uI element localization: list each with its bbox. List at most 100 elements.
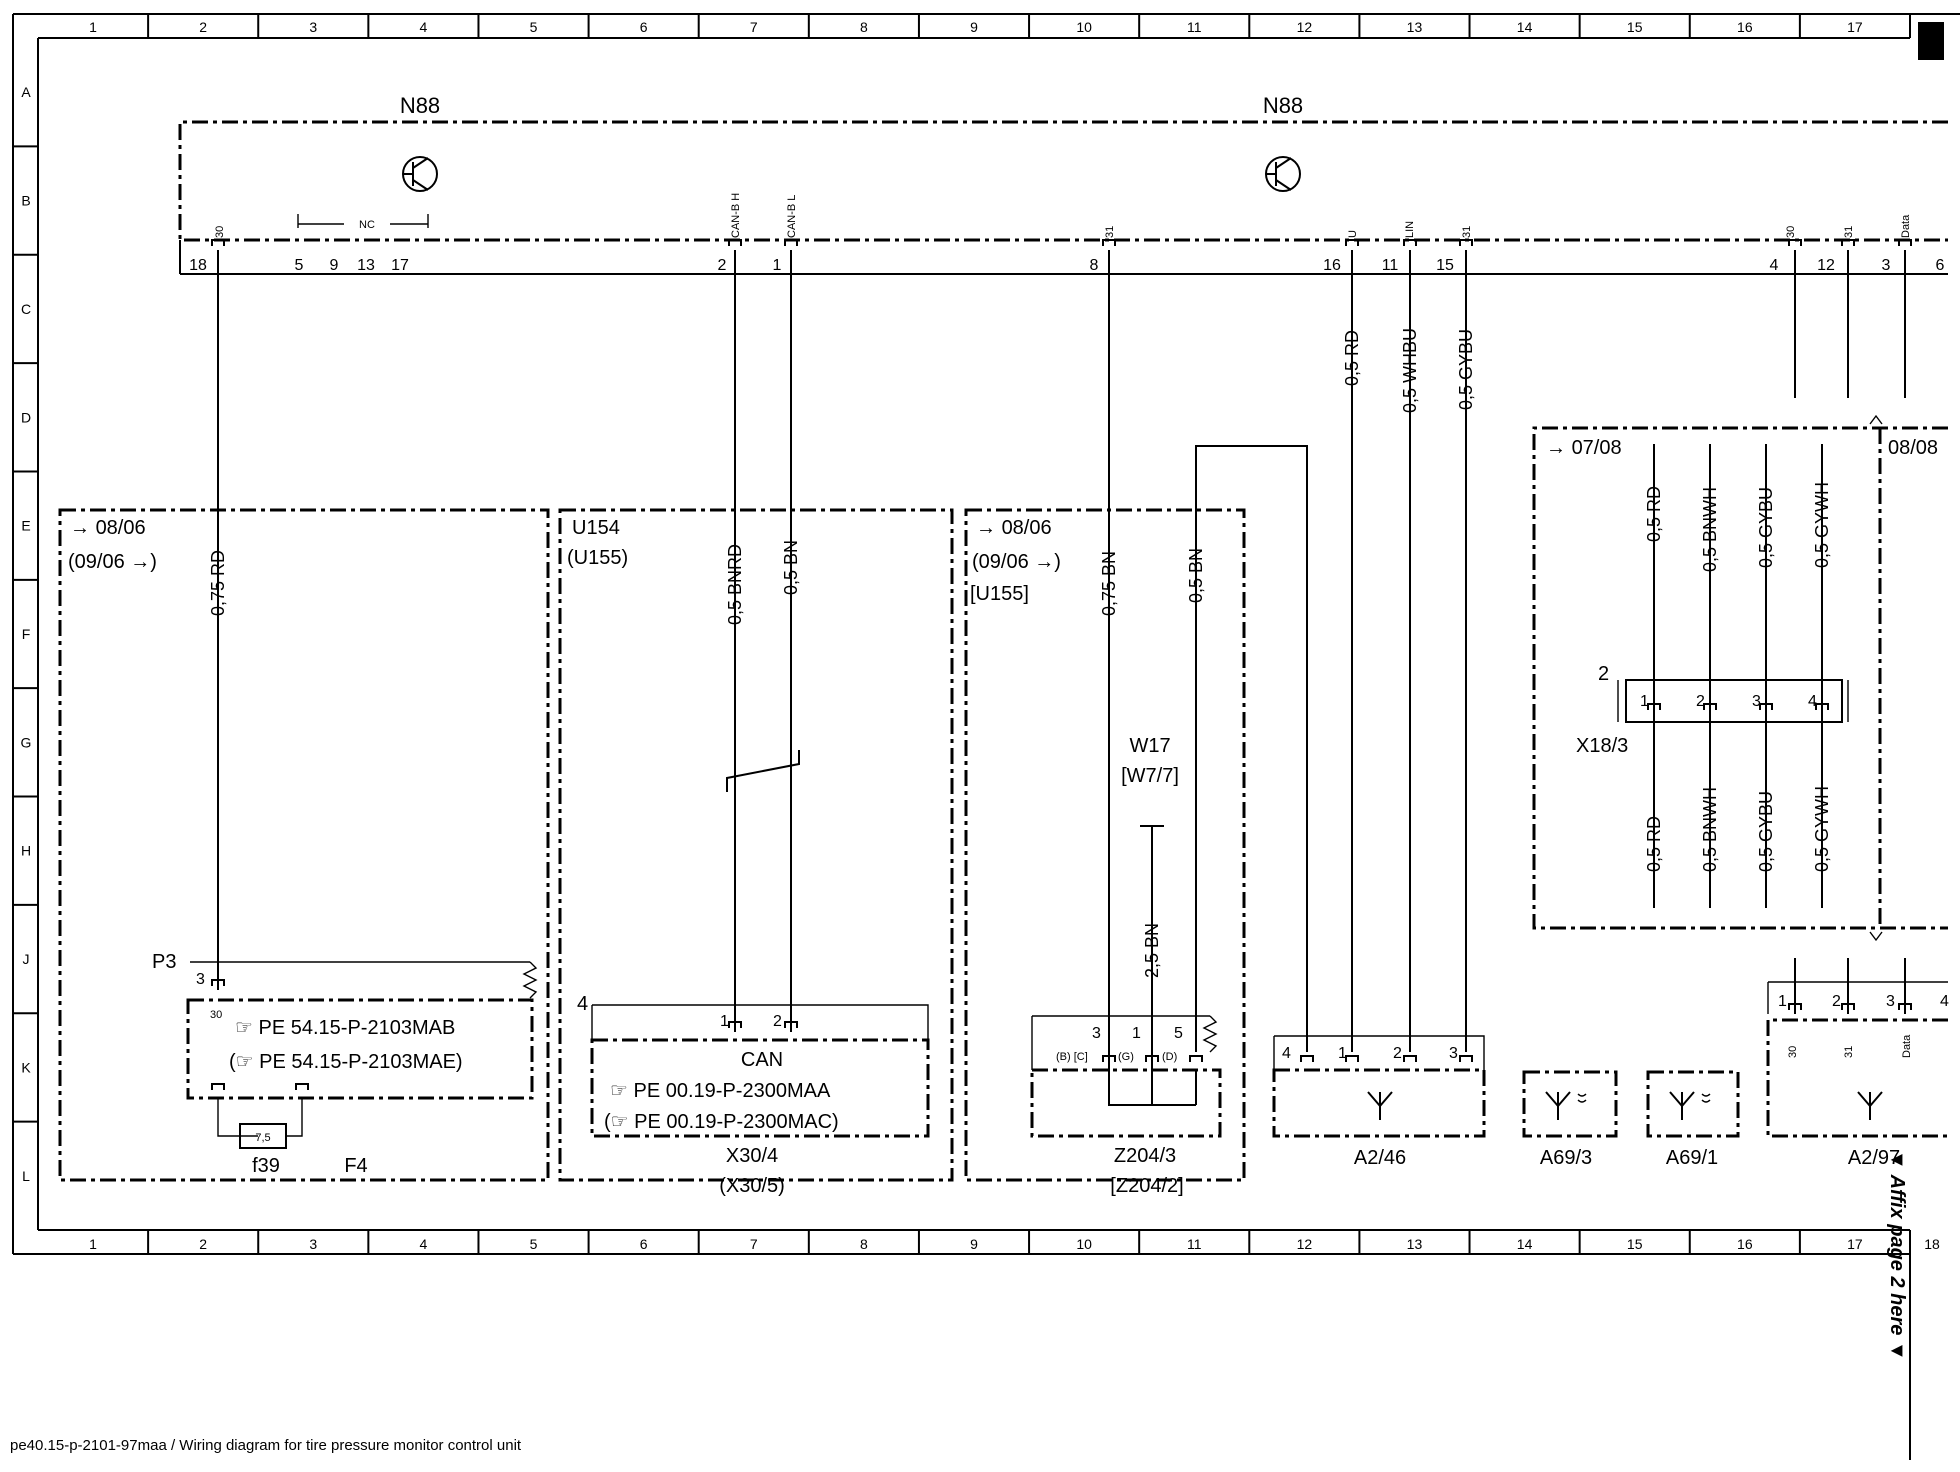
pin-2: 2 — [1393, 1045, 1402, 1062]
pin-12: 12 — [1817, 257, 1835, 274]
date-label: → 08/06 — [976, 517, 1052, 539]
pin-g: (G) — [1118, 1051, 1134, 1063]
wire-label: 0,5 RD — [1342, 330, 1362, 386]
column-number: 18 — [1924, 1236, 1940, 1252]
connector-terminal — [1102, 239, 1116, 246]
pin-4: 4 — [1282, 1045, 1291, 1062]
signal-can-b-l: CAN-B L — [786, 195, 798, 238]
signal-30b: 30 — [1785, 226, 1797, 238]
pin-1: 1 — [720, 1013, 729, 1030]
pin-2: 2 — [1832, 993, 1841, 1010]
pin-8: 8 — [1090, 257, 1099, 274]
signal-31b: 31 — [1461, 226, 1473, 238]
row-letter: D — [21, 409, 31, 425]
pin-13: 13 — [357, 257, 375, 274]
row-letter: E — [21, 518, 30, 534]
connector-terminal — [211, 1083, 225, 1090]
w7-7-label: [W7/7] — [1121, 765, 1179, 787]
date-label: (09/06 →) — [68, 551, 157, 573]
wire-label: 0,5 GYBU — [1456, 329, 1476, 410]
row-letter: H — [21, 843, 31, 859]
ground-junction-box: → 08/06 (09/06 →) [U155] W17 [W7/7] 3 1 … — [964, 508, 1246, 1197]
column-number: 4 — [420, 1236, 428, 1252]
signal-data: Data — [1901, 1034, 1913, 1058]
wires — [217, 250, 1906, 1105]
column-number: 13 — [1407, 19, 1423, 35]
pin-30: 30 — [210, 1009, 222, 1021]
connector-terminal — [1403, 1055, 1417, 1062]
pin-1: 1 — [773, 257, 782, 274]
signal-31: 31 — [1104, 226, 1116, 238]
u155-label: (U155) — [567, 547, 628, 569]
a2-46-label: A2/46 — [1354, 1147, 1406, 1169]
antenna-icon — [1545, 1091, 1587, 1120]
signal-30: 30 — [1787, 1046, 1799, 1058]
x18-3-box: → 07/08 08/08 2 1 2 3 4 X18/3 0,5 RD 0,5… — [1532, 414, 1948, 942]
a2-97-label: A2/97 — [1848, 1147, 1900, 1169]
connector-terminal — [728, 239, 742, 246]
u155-bracket-label: [U155] — [970, 583, 1029, 605]
row-letter: L — [22, 1168, 30, 1184]
connector-terminal — [295, 1083, 309, 1090]
antenna-icon — [1669, 1091, 1711, 1120]
column-number: 16 — [1737, 1236, 1753, 1252]
pin-4: 4 — [1940, 993, 1949, 1010]
column-number: 1 — [89, 1236, 97, 1252]
pin-5: 5 — [295, 257, 304, 274]
connector-terminal — [784, 239, 798, 246]
fuse-value: 7,5 — [255, 1132, 270, 1144]
wire-label: 0,5 BNWH — [1700, 787, 1720, 872]
x30-5-label: (X30/5) — [719, 1175, 785, 1197]
manual-icon: ☞ — [235, 1017, 259, 1039]
column-number: 11 — [1187, 1236, 1202, 1252]
pin-2: 2 — [718, 257, 727, 274]
column-number: 15 — [1627, 1236, 1643, 1252]
pin-17: 17 — [391, 257, 409, 274]
wire-labels: 0,75 RD 0,5 BNRD 0,5 BN 0,75 BN 0,5 BN 2… — [208, 328, 1476, 978]
column-number: 3 — [309, 1236, 317, 1252]
pin-1: 1 — [1338, 1045, 1347, 1062]
z204-3-label: Z204/3 — [1114, 1145, 1176, 1167]
pin-3: 3 — [1882, 257, 1891, 274]
pin-11: 11 — [1382, 257, 1399, 274]
a69-1-label: A69/1 — [1666, 1147, 1718, 1169]
row-letter: K — [21, 1059, 31, 1075]
connector-terminal — [1345, 239, 1359, 246]
column-number: 13 — [1407, 1236, 1423, 1252]
column-number: 17 — [1847, 19, 1863, 35]
pin-3: 3 — [1886, 993, 1895, 1010]
connector-terminal — [1788, 239, 1802, 246]
corner-marker — [1918, 22, 1944, 60]
column-number: 5 — [530, 1236, 538, 1252]
row-letter: A — [21, 84, 31, 100]
column-number: 5 — [530, 19, 538, 35]
wire-label: 0,5 BN — [1186, 548, 1206, 603]
pin-2: 2 — [1696, 693, 1705, 710]
ref-2300maa: ☞ PE 00.19-P-2300MAA — [610, 1080, 831, 1102]
signal-can-b-h: CAN-B H — [730, 193, 742, 238]
wire-label: 0,75 RD — [208, 550, 228, 616]
row-letter: J — [23, 951, 30, 967]
antenna-icon — [1857, 1091, 1883, 1120]
n88-left-label: N88 — [400, 93, 440, 118]
x30-4-label: X30/4 — [726, 1145, 778, 1167]
pin-b: (B) [C] — [1056, 1051, 1088, 1063]
ref-2300mac: (☞ PE 00.19-P-2300MAC) — [604, 1111, 839, 1133]
transistor-icon — [1265, 156, 1301, 192]
wire-label: 0,5 BNWH — [1700, 487, 1720, 572]
column-number: 11 — [1187, 19, 1202, 35]
pin-18: 18 — [189, 257, 207, 274]
column-number: 1 — [89, 19, 97, 35]
connector-terminal — [211, 239, 225, 246]
n88-pins: 18 5 9 13 17 2 1 8 16 11 15 4 12 3 6 30 … — [189, 193, 1944, 274]
p3-label: P3 — [152, 951, 176, 973]
can-label: CAN — [741, 1049, 783, 1071]
connector-terminal — [1459, 239, 1473, 246]
pin-16: 16 — [1323, 257, 1341, 274]
column-number: 4 — [420, 19, 428, 35]
column-number: 12 — [1297, 1236, 1313, 1252]
signal-u: U — [1347, 230, 1359, 238]
date-label: → 08/06 — [70, 517, 146, 539]
column-number: 6 — [640, 1236, 648, 1252]
